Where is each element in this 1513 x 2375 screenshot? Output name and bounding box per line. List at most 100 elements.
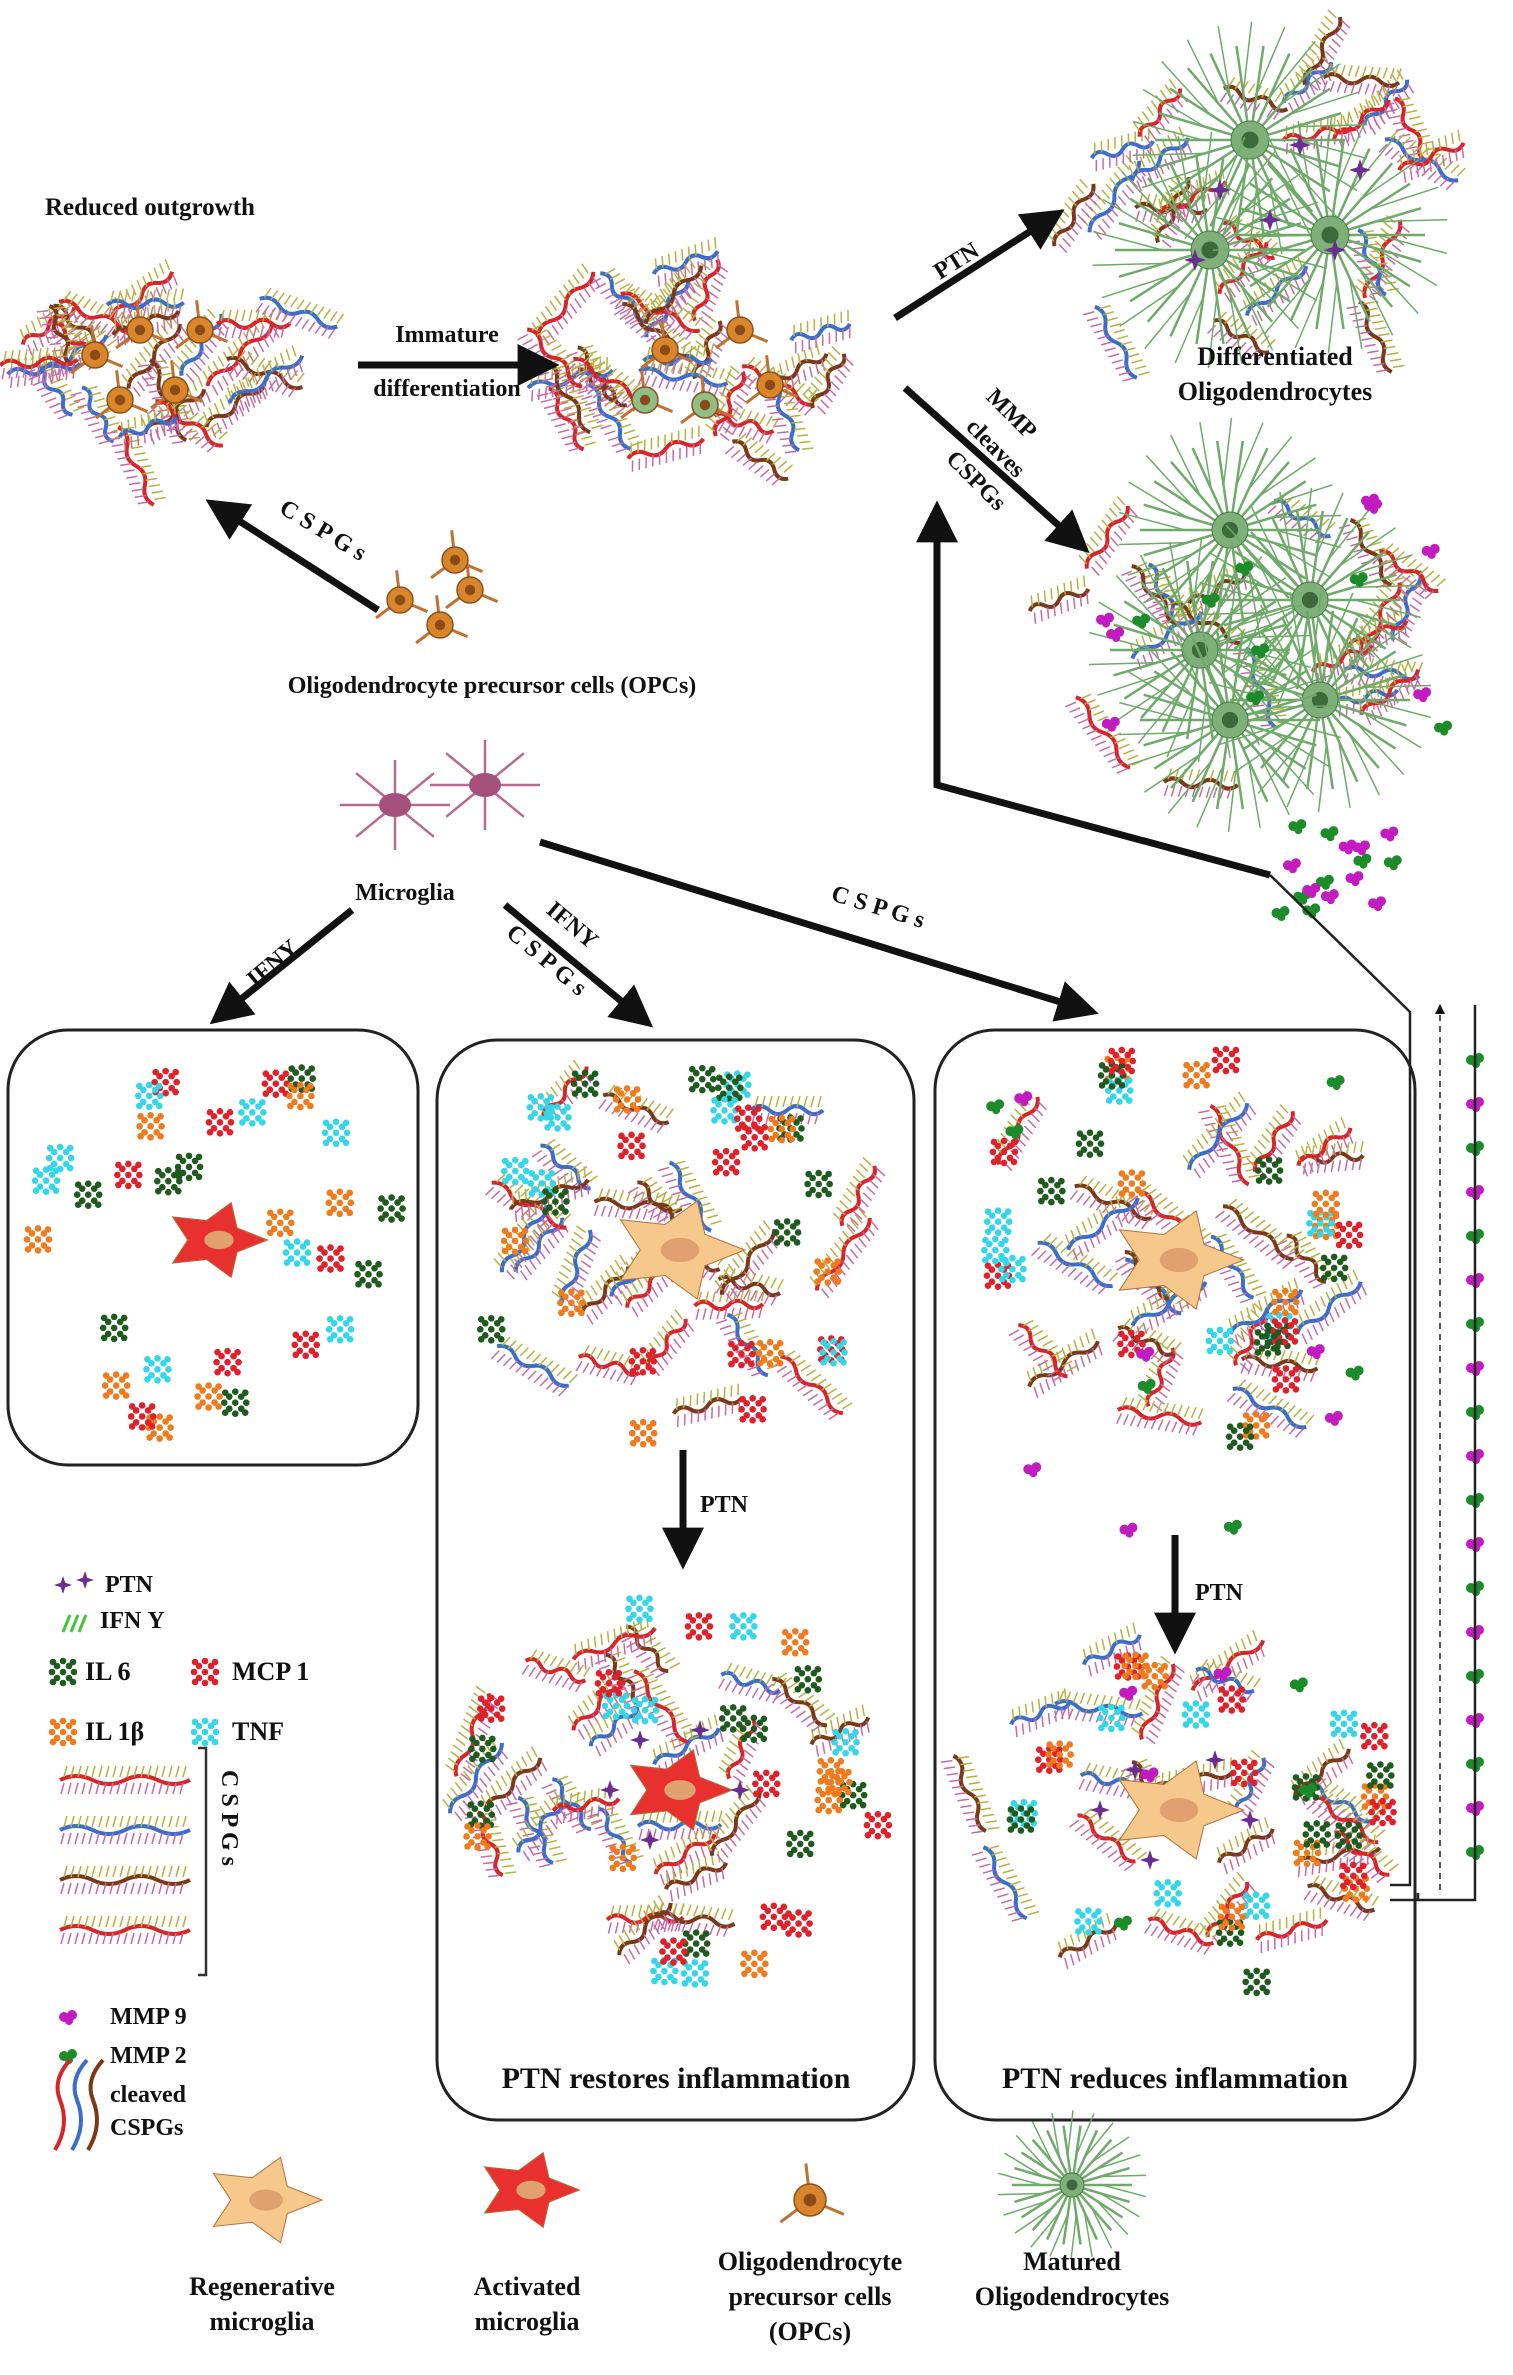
cspg-side-chain (1129, 150, 1131, 163)
cspg-side-chain (690, 263, 693, 276)
cspg-side-chain (123, 1832, 128, 1845)
cspg-side-chain (1125, 575, 1137, 582)
cspg-side-chain (555, 319, 564, 330)
cspg-core (643, 265, 704, 324)
cspg-side-chain (1086, 542, 1095, 553)
cspg-side-chain (1251, 314, 1258, 326)
cspg-side-chain (1123, 749, 1135, 755)
cspg-side-chain (558, 290, 567, 301)
cspg-side-chain (163, 319, 166, 331)
cspg-side-chain (268, 379, 277, 391)
cspg-side-chain (1083, 310, 1095, 316)
cspg-side-chain (700, 327, 711, 336)
cspg-side-chain (1177, 189, 1181, 201)
cspg-side-chain (290, 297, 298, 308)
cspg-side-chain (105, 430, 118, 435)
cspg-side-chain (73, 328, 84, 337)
cspg-side-chain (158, 353, 167, 364)
cspg-side-chain (1301, 59, 1311, 68)
cspg-side-chain (316, 306, 325, 317)
cspg-side-chain (746, 356, 756, 367)
cspg-side-chain (1438, 157, 1448, 167)
cspg-side-chain (95, 1782, 100, 1795)
cspg-chain (1078, 495, 1138, 576)
cspg-side-chain (1105, 513, 1114, 524)
cspg-side-chain (584, 373, 594, 383)
cspg-side-chain (1209, 769, 1215, 782)
cspg-side-chain (185, 373, 195, 383)
cspg-side-chain (540, 398, 552, 404)
cspg-side-chain (262, 364, 268, 376)
cspg-side-chain (677, 268, 680, 280)
cspg-side-chain (1396, 69, 1404, 80)
cspg-side-chain (584, 441, 596, 446)
cspg-side-chain (151, 1832, 156, 1845)
cspg-side-chain (719, 368, 725, 380)
cspg-side-chain (752, 412, 760, 423)
cspg-side-chain (631, 286, 640, 297)
cspg-side-chain (1107, 757, 1119, 763)
cspg-side-chain (16, 375, 20, 388)
cspg-side-chain (60, 1882, 65, 1895)
cspg-side-chain (678, 268, 686, 279)
cspg-side-chain (308, 321, 316, 332)
cspg-side-chain (261, 304, 270, 316)
cspg-side-chain (1454, 149, 1458, 161)
cspg-side-chain (1386, 352, 1399, 356)
cspg-side-chain (36, 365, 41, 377)
cspg-side-chain (151, 335, 160, 346)
cytokine-cluster (220, 1388, 250, 1417)
cspg-side-chain (1408, 152, 1421, 157)
cspg-side-chain (9, 376, 13, 389)
cspg-side-chain (1364, 674, 1370, 687)
cspg-core (691, 258, 721, 322)
cytokine-cluster (114, 1160, 143, 1190)
cspg-side-chain (637, 305, 648, 314)
cspg-side-chain (206, 443, 217, 453)
cytokine-dot (164, 1188, 172, 1196)
cspg-side-chain (1328, 44, 1338, 54)
cspg-side-chain (1254, 331, 1264, 342)
cspg-side-chain (1249, 348, 1259, 358)
cspg-chain (711, 403, 780, 444)
cspg-side-chain (789, 414, 801, 418)
cspg-side-chain (87, 421, 100, 427)
cspg-side-chain (1266, 338, 1276, 348)
cytokine-cluster (153, 1166, 183, 1196)
cspg-side-chain (161, 1915, 166, 1928)
cytokine-cluster (194, 1382, 223, 1411)
cspg-side-chain (310, 304, 318, 315)
cspg-side-chain (587, 281, 596, 293)
cspg-side-chain (120, 421, 124, 434)
cspg-side-chain (250, 371, 256, 384)
cspg-side-chain (830, 381, 840, 391)
cspg-side-chain (1219, 331, 1229, 341)
cspg-side-chain (1382, 67, 1388, 79)
cspg-side-chain (90, 391, 102, 397)
cspg-side-chain (1314, 79, 1321, 91)
cspg-side-chain (56, 313, 68, 316)
cspg-side-chain (592, 412, 604, 418)
cspg-side-chain (567, 279, 576, 290)
cspg-chain (1322, 63, 1402, 97)
cspg-side-chain (1349, 130, 1356, 143)
cspg-side-chain (154, 1765, 159, 1778)
cspg-core (59, 1874, 191, 1886)
cspg-side-chain (673, 357, 684, 365)
cspg-side-chain (66, 345, 70, 358)
cspg-side-chain (22, 366, 27, 378)
cspg-side-chain (1392, 121, 1405, 126)
cspg-side-chain (687, 283, 696, 294)
cspg-side-chain (684, 287, 692, 298)
cspg-side-chain (796, 372, 801, 385)
cspg-side-chain (670, 270, 674, 283)
cspg-side-chain (200, 419, 211, 429)
cspg-side-chain (1386, 108, 1398, 113)
cspg-side-chain (1133, 160, 1140, 172)
cspg-side-chain (1354, 65, 1360, 77)
cspg-side-chain (586, 350, 598, 356)
cspg-side-chain (50, 364, 54, 376)
cspg-side-chain (688, 281, 697, 293)
cspg-side-chain (1102, 158, 1104, 170)
